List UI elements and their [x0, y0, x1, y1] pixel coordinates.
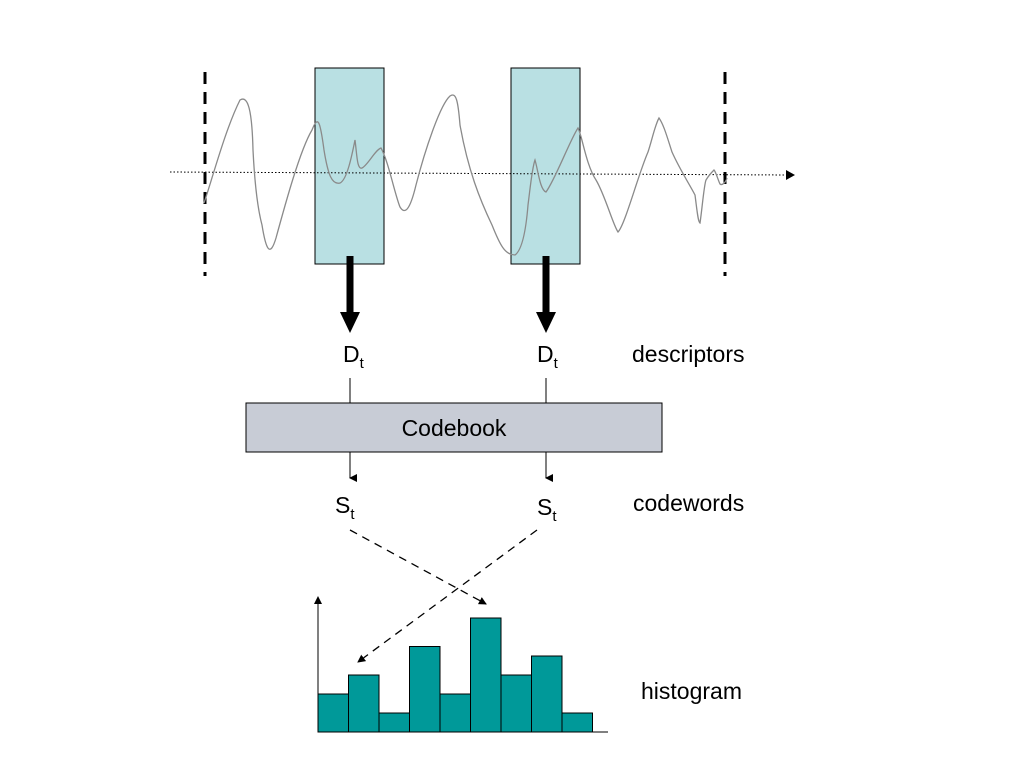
assignment-arrow-1	[349, 529, 487, 605]
histogram-bar-5	[439, 693, 471, 733]
codeword-label-1: St	[335, 492, 355, 523]
codebook-box	[245, 402, 663, 453]
descriptor-label-1: Dt	[343, 341, 365, 372]
histogram-bar-6	[470, 617, 502, 733]
side-label-codewords: codewords	[633, 490, 744, 516]
side-label-histogram: histogram	[641, 678, 742, 704]
histogram-bars	[317, 617, 593, 733]
histogram-bar-7	[500, 674, 532, 733]
codebook-label: Codebook	[402, 415, 507, 441]
descriptor-arrow-2	[536, 256, 556, 333]
codeword-label-2: St	[537, 494, 557, 525]
descriptor-arrow-1	[340, 256, 360, 333]
histogram-bar-4	[409, 646, 441, 733]
histogram-bar-1	[317, 693, 349, 733]
sliding-window-2	[510, 67, 581, 265]
histogram-bar-8	[531, 655, 563, 733]
histogram-y-axis-arrowhead	[314, 596, 322, 604]
side-label-descriptors: descriptors	[632, 341, 744, 367]
signal-waveform	[203, 94, 728, 256]
descriptor-label-2: Dt	[537, 341, 559, 372]
histogram-bar-9	[561, 712, 593, 733]
histogram-bar-2	[348, 674, 380, 733]
assignment-arrow-2	[357, 529, 538, 663]
time-axis-arrowhead	[786, 170, 795, 180]
histogram-bar-3	[378, 712, 410, 733]
time-axis	[169, 171, 789, 176]
